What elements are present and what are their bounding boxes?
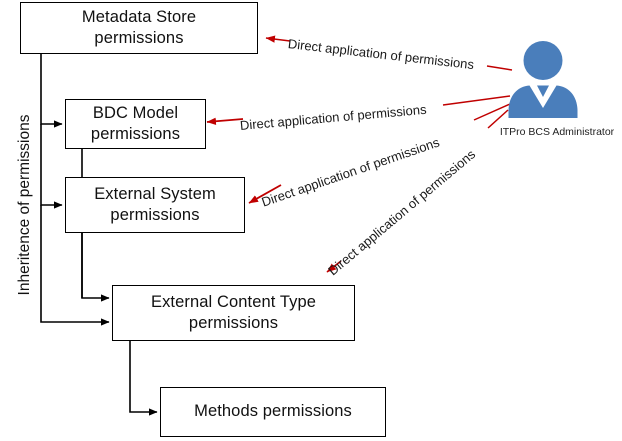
box-metadata-store[interactable]: Metadata Store permissions	[20, 2, 258, 54]
box-methods[interactable]: Methods permissions	[160, 387, 386, 437]
inheritance-axis-label: Inheritence of permissions	[16, 114, 33, 296]
box-external-content-type-line2: permissions	[188, 314, 279, 332]
box-external-system-text: External System permissions	[82, 184, 228, 226]
box-external-system-line1: External System	[94, 184, 216, 203]
edge-content-type-to-methods	[129, 341, 158, 416]
box-external-system-line2: permissions	[110, 206, 200, 224]
box-metadata-store-line1: Metadata Store	[81, 7, 197, 26]
box-external-system[interactable]: External System permissions	[65, 177, 245, 233]
person-caption: ITPro BCS Administrator	[499, 126, 615, 138]
edge-metadata-to-bdc	[40, 54, 63, 128]
red-line-2-tail	[442, 95, 511, 106]
box-bdc-model[interactable]: BDC Model permissions	[65, 99, 206, 149]
box-bdc-model-text: BDC Model permissions	[79, 103, 192, 145]
red-arrow-to-metadata-store	[265, 35, 291, 43]
person-icon	[508, 41, 578, 118]
red-arrow-to-bdc-model	[206, 117, 244, 125]
box-external-content-type-text: External Content Type permissions	[139, 292, 328, 334]
box-external-content-type[interactable]: External Content Type permissions	[112, 285, 355, 341]
box-metadata-store-line2: permissions	[94, 29, 184, 47]
edge-metadata-to-external-system	[40, 124, 63, 209]
box-methods-text: Methods permissions	[182, 401, 364, 422]
direct-arrow-label-metadata-store: Direct application of permissions	[287, 36, 475, 73]
box-external-content-type-line1: External Content Type	[150, 292, 317, 311]
box-methods-line1: Methods permissions	[194, 402, 352, 421]
box-bdc-model-line2: permissions	[90, 125, 181, 143]
direct-arrow-label-bdc-model: Direct application of permissions	[239, 101, 428, 133]
box-bdc-model-line1: BDC Model	[92, 103, 179, 122]
box-metadata-store-text: Metadata Store permissions	[70, 7, 208, 49]
